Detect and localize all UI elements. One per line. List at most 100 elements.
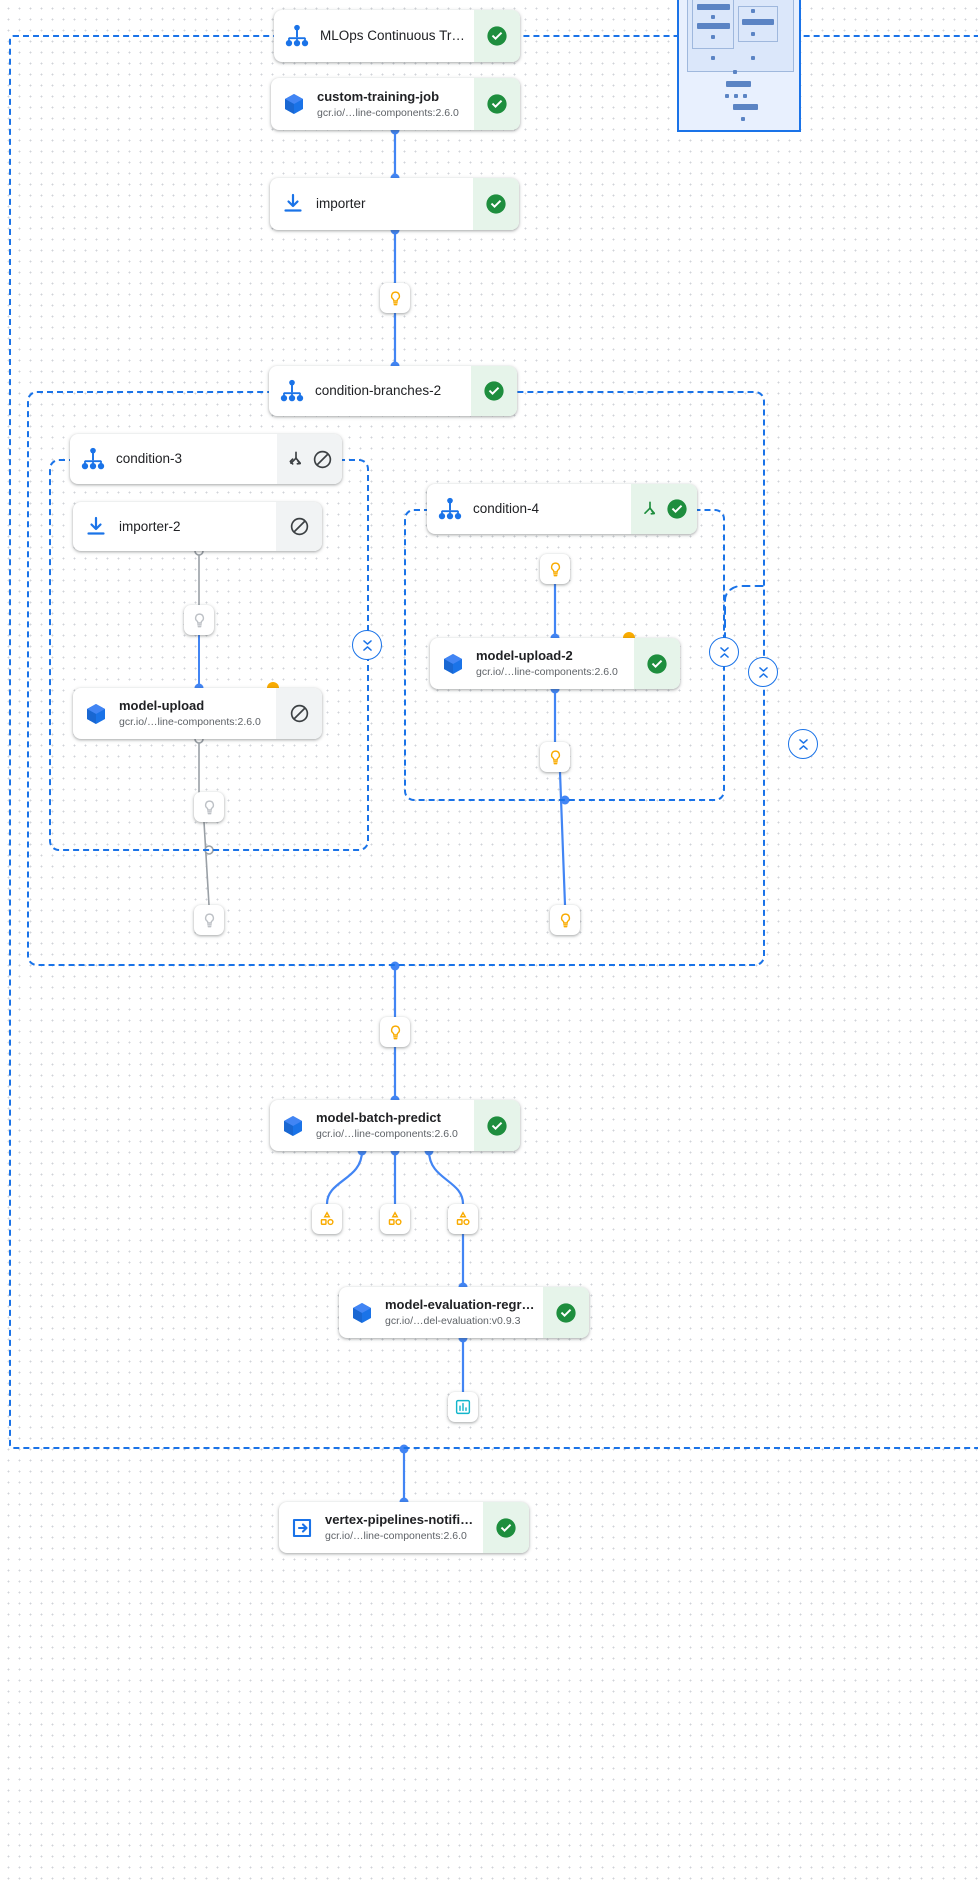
- status-badge[interactable]: [277, 434, 342, 484]
- node-title: MLOps Continuous Traini…: [320, 28, 466, 43]
- collapse-condition-3-toggle[interactable]: [352, 630, 382, 660]
- node-label-block: importer-2: [119, 502, 276, 551]
- node-subtitle: gcr.io/…line-components:2.6.0: [317, 106, 459, 119]
- cube-icon: [430, 638, 476, 689]
- chip-param-batch-predict-in[interactable]: [380, 1017, 410, 1047]
- node-label-block: vertex-pipelines-notificat… gcr.io/…line…: [325, 1502, 483, 1553]
- status-badge[interactable]: [634, 638, 680, 689]
- status-badge[interactable]: [474, 10, 520, 62]
- check-circle-icon: [496, 1517, 516, 1538]
- chip-param-after-model-upload[interactable]: [194, 792, 224, 822]
- node-importer-2[interactable]: importer-2: [73, 502, 322, 551]
- collapse-chevrons-icon: [362, 639, 372, 651]
- chip-param-branch-right-out[interactable]: [550, 905, 580, 935]
- hierarchy-icon: [427, 484, 473, 534]
- lightbulb-icon: [560, 912, 570, 927]
- node-model-upload[interactable]: model-upload gcr.io/…line-components:2.6…: [73, 688, 322, 739]
- status-badge[interactable]: [543, 1287, 589, 1338]
- chip-param-condition-4-in[interactable]: [540, 554, 570, 584]
- chip-param-after-importer-2[interactable]: [184, 605, 214, 635]
- node-custom-training-job[interactable]: custom-training-job gcr.io/…line-compone…: [271, 78, 520, 130]
- status-badge[interactable]: [474, 78, 520, 130]
- minimap-node: [741, 117, 745, 121]
- import-icon: [270, 178, 316, 230]
- chip-metrics-1[interactable]: [448, 1392, 478, 1422]
- node-condition-3[interactable]: condition-3: [70, 434, 342, 484]
- node-title: custom-training-job: [317, 88, 440, 104]
- status-badge[interactable]: [276, 688, 322, 739]
- minimap-node: [729, 130, 754, 132]
- node-model-batch-predict[interactable]: model-batch-predict gcr.io/…line-compone…: [270, 1100, 520, 1151]
- node-model-upload-2[interactable]: model-upload-2 gcr.io/…line-components:2…: [430, 638, 680, 689]
- lightbulb-icon: [204, 912, 214, 927]
- cube-icon: [271, 78, 317, 130]
- minimap-node: [733, 70, 737, 74]
- check-circle-icon: [486, 194, 506, 214]
- node-subtitle: gcr.io/…line-components:2.6.0: [476, 666, 618, 678]
- node-subtitle: gcr.io/…line-components:2.6.0: [316, 1128, 458, 1140]
- node-label-block: model-batch-predict gcr.io/…line-compone…: [316, 1100, 474, 1151]
- collapse-chevrons-icon: [719, 646, 729, 658]
- node-label-block: custom-training-job gcr.io/…line-compone…: [317, 78, 474, 130]
- node-label-block: model-evaluation-regres… gcr.io/…del-eva…: [385, 1287, 543, 1338]
- collapse-condition-4-toggle[interactable]: [709, 637, 739, 667]
- status-badge[interactable]: [631, 484, 697, 534]
- chip-artifact-1[interactable]: [312, 1204, 342, 1234]
- minimap-node: [711, 35, 715, 39]
- hierarchy-icon: [274, 10, 320, 62]
- block-icon: [313, 450, 332, 468]
- collapse-root-dag-toggle[interactable]: [788, 729, 818, 759]
- check-circle-icon: [487, 26, 507, 46]
- lightbulb-icon: [194, 612, 204, 627]
- node-mlops-continuous-training[interactable]: MLOps Continuous Traini…: [274, 10, 520, 62]
- chip-param-model-upload-2-out[interactable]: [540, 742, 570, 772]
- lightbulb-icon: [550, 561, 560, 576]
- lightbulb-icon: [550, 749, 560, 764]
- lightbulb-icon: [390, 290, 400, 305]
- node-title: importer: [316, 196, 366, 211]
- node-label-block: model-upload-2 gcr.io/…line-components:2…: [476, 638, 634, 689]
- node-condition-branches-2[interactable]: condition-branches-2: [269, 366, 517, 416]
- node-title: condition-4: [473, 501, 540, 516]
- status-badge[interactable]: [473, 178, 519, 230]
- check-circle-icon: [487, 94, 507, 114]
- node-subtitle: gcr.io/…line-components:2.6.0: [325, 1530, 467, 1542]
- artifact-icon: [320, 1211, 334, 1226]
- chip-artifact-2[interactable]: [380, 1204, 410, 1234]
- status-badge[interactable]: [483, 1502, 529, 1553]
- node-title: importer-2: [119, 518, 181, 534]
- status-badge[interactable]: [471, 366, 517, 416]
- status-badge[interactable]: [276, 502, 322, 551]
- hierarchy-icon: [269, 366, 315, 416]
- chip-param-branch-left-out[interactable]: [194, 905, 224, 935]
- minimap-node: [697, 23, 730, 29]
- check-circle-icon: [667, 499, 687, 519]
- minimap-node: [751, 56, 755, 60]
- chip-artifact-3[interactable]: [448, 1204, 478, 1234]
- minimap-node: [726, 81, 751, 87]
- lightbulb-icon: [390, 1024, 400, 1039]
- branch-split-icon: [289, 451, 301, 465]
- minimap-node: [733, 104, 758, 110]
- collapse-condition-branches-2-toggle[interactable]: [748, 657, 778, 687]
- node-condition-4[interactable]: condition-4: [427, 484, 697, 534]
- graph-minimap[interactable]: [677, 0, 801, 132]
- chip-param-after-importer[interactable]: [380, 283, 410, 313]
- cube-icon: [339, 1287, 385, 1338]
- exit-arrow-icon: [279, 1502, 325, 1553]
- node-vertex-pipelines-notification[interactable]: vertex-pipelines-notificat… gcr.io/…line…: [279, 1502, 529, 1553]
- check-circle-icon: [484, 381, 504, 401]
- minimap-node: [711, 15, 715, 19]
- status-badge[interactable]: [474, 1100, 520, 1151]
- node-title: condition-3: [116, 451, 183, 466]
- node-model-evaluation-regression[interactable]: model-evaluation-regres… gcr.io/…del-eva…: [339, 1287, 589, 1338]
- minimap-node: [697, 4, 730, 10]
- check-circle-icon: [487, 1115, 507, 1136]
- node-importer[interactable]: importer: [270, 178, 519, 230]
- minimap-node: [751, 9, 755, 13]
- lightbulb-icon: [204, 799, 214, 814]
- node-title: condition-branches-2: [315, 383, 442, 398]
- import-icon: [73, 502, 119, 551]
- node-title: model-evaluation-regres…: [385, 1297, 535, 1312]
